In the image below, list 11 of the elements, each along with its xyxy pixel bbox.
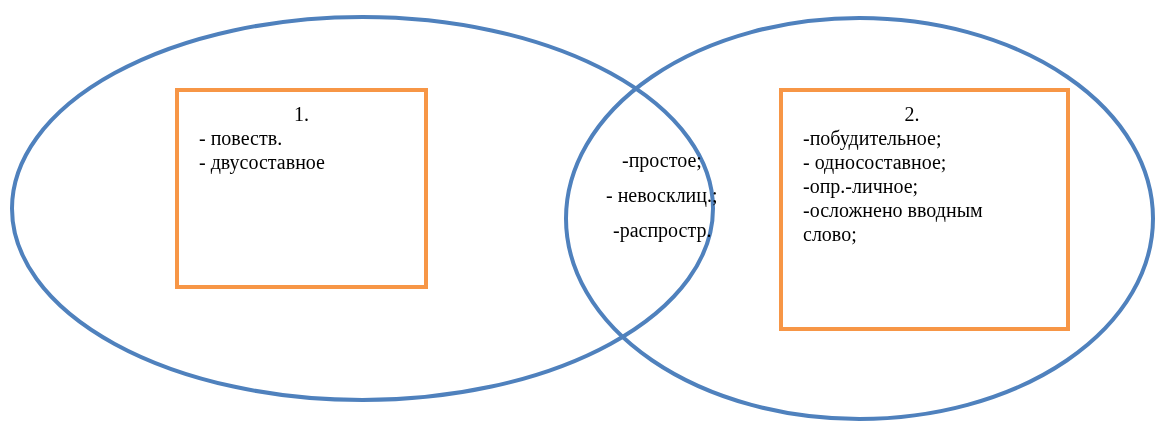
common-feature-text: -простое; <box>622 148 702 172</box>
feature-text: - повеств. <box>199 126 284 150</box>
feature-text: - односоставное; <box>803 150 948 174</box>
feature-text: -побудительное; <box>803 126 943 150</box>
set-number: 1. <box>293 102 310 126</box>
set-box <box>175 88 428 289</box>
feature-text: -опр.-личное; <box>803 174 920 198</box>
set-number: 2. <box>903 102 921 126</box>
feature-text: - двусоставное <box>199 150 326 174</box>
set-box <box>779 88 1070 331</box>
feature-text: -осложнено вводным слово; <box>803 198 984 246</box>
